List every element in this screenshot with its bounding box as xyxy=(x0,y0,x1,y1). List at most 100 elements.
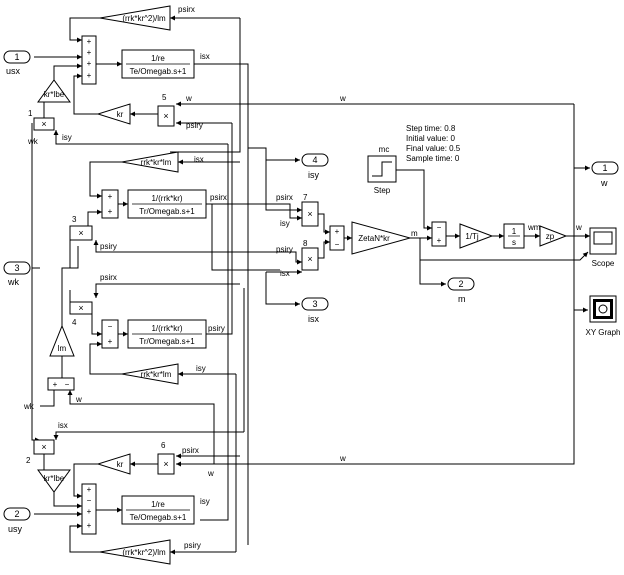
outport-isx[interactable]: 3 isx xyxy=(301,297,329,324)
svg-text:×: × xyxy=(163,111,168,121)
tf-psiry[interactable]: 1/(rrk*kr) Tr/Omegab.s+1 xyxy=(127,319,207,349)
tf-isx[interactable]: 1/re Te/Omegab.s+1 xyxy=(121,49,195,79)
svg-text:1/Tj: 1/Tj xyxy=(465,232,479,241)
svg-text:−: − xyxy=(87,496,92,505)
outport-isy[interactable]: 4 isy xyxy=(301,153,329,180)
gain-kr-lbe-bottom[interactable]: kr*lbe xyxy=(37,469,71,493)
svg-text:+: + xyxy=(87,59,92,68)
sum-isy[interactable]: + − + + xyxy=(81,483,97,535)
svg-text:+: + xyxy=(335,227,340,236)
gain-rrk-kr2-lm-top[interactable]: (rrk*kr^2)/lm xyxy=(99,5,171,31)
svg-text:w: w xyxy=(185,94,192,103)
inport-usy[interactable]: 2 usy xyxy=(3,507,31,534)
svg-text:XY Graph: XY Graph xyxy=(586,328,621,337)
svg-text:s: s xyxy=(512,238,516,247)
svg-text:Tr/Omegab.s+1: Tr/Omegab.s+1 xyxy=(139,337,195,346)
svg-text:psirx: psirx xyxy=(182,446,199,455)
svg-text:rrk*kr*lm: rrk*kr*lm xyxy=(141,370,172,379)
svg-text:Tr/Omegab.s+1: Tr/Omegab.s+1 xyxy=(139,207,195,216)
svg-text:+: + xyxy=(87,521,92,530)
product-2[interactable]: × 2 xyxy=(26,439,55,465)
gain-lm[interactable]: lm xyxy=(49,324,75,357)
gain-kr-top[interactable]: kr xyxy=(96,103,131,125)
svg-text:kr*lbe: kr*lbe xyxy=(44,90,65,99)
svg-text:psiry: psiry xyxy=(184,541,201,550)
sum-lm[interactable]: + − xyxy=(47,377,75,391)
svg-text:psiry: psiry xyxy=(100,242,117,251)
svg-text:1: 1 xyxy=(28,109,33,118)
svg-text:+: + xyxy=(53,380,58,389)
gain-zp[interactable]: zp xyxy=(539,225,568,247)
sum-isx[interactable]: + + + + xyxy=(81,35,97,85)
svg-text:×: × xyxy=(41,442,46,452)
gain-kr-lbe-top[interactable]: kr*lbe xyxy=(37,79,71,103)
inport-wk[interactable]: 3 wk xyxy=(3,261,31,287)
svg-text:kr: kr xyxy=(117,460,124,469)
svg-text:Te/Omegab.s+1: Te/Omegab.s+1 xyxy=(130,513,187,522)
svg-text:wm: wm xyxy=(527,223,541,232)
product-3[interactable]: × 3 xyxy=(69,215,93,241)
product-5[interactable]: × 5 xyxy=(157,93,175,127)
gain-rrk-kr-lm-bottom[interactable]: rrk*kr*lm xyxy=(121,363,179,385)
sum-psirx[interactable]: + + xyxy=(101,189,119,219)
svg-text:3: 3 xyxy=(14,263,19,273)
sum-psiry[interactable]: − + xyxy=(101,319,119,349)
svg-text:isy: isy xyxy=(280,219,290,228)
product-4[interactable]: × 4 xyxy=(69,301,93,327)
svg-text:4: 4 xyxy=(72,318,77,327)
svg-text:1/re: 1/re xyxy=(151,500,165,509)
svg-text:mc: mc xyxy=(379,145,390,154)
svg-text:7: 7 xyxy=(303,193,308,202)
product-6[interactable]: × 6 xyxy=(157,441,175,475)
sum-speed[interactable]: − + xyxy=(431,221,447,247)
svg-text:psirx: psirx xyxy=(100,273,117,282)
svg-text:isx: isx xyxy=(308,314,319,324)
svg-text:psirx: psirx xyxy=(276,193,293,202)
svg-text:(rrk*kr^2)/lm: (rrk*kr^2)/lm xyxy=(122,548,166,557)
gain-kr-bottom[interactable]: kr xyxy=(96,453,131,475)
gain-rrk-kr2-lm-bottom[interactable]: (rrk*kr^2)/lm xyxy=(99,539,171,565)
outport-m[interactable]: 2 m xyxy=(447,277,475,304)
tf-isy[interactable]: 1/re Te/Omegab.s+1 xyxy=(121,495,195,525)
svg-text:6: 6 xyxy=(161,441,166,450)
svg-text:5: 5 xyxy=(162,93,167,102)
svg-text:w: w xyxy=(75,395,82,404)
gain-rrk-kr-lm-top[interactable]: rrk*kr*lm xyxy=(121,151,179,173)
svg-text:×: × xyxy=(78,228,83,238)
svg-text:−: − xyxy=(437,223,442,232)
svg-text:Step: Step xyxy=(374,186,391,195)
svg-text:2: 2 xyxy=(458,279,463,289)
integrator[interactable]: 1 s xyxy=(503,223,525,249)
tf-psirx[interactable]: 1/(rrk*kr) Tr/Omegab.s+1 xyxy=(127,189,207,219)
svg-text:wk: wk xyxy=(23,402,35,411)
step-block[interactable]: mc Step xyxy=(367,145,397,195)
outport-w[interactable]: 1 w xyxy=(591,161,619,188)
sum-torque[interactable]: + − xyxy=(329,225,345,251)
product-7[interactable]: × 7 xyxy=(301,193,319,227)
svg-text:isx: isx xyxy=(194,155,204,164)
svg-text:3: 3 xyxy=(72,215,77,224)
product-8[interactable]: × 8 xyxy=(301,239,319,271)
svg-text:1/re: 1/re xyxy=(151,54,165,63)
svg-text:kr: kr xyxy=(117,110,124,119)
gain-zeta[interactable]: ZetaN*kr xyxy=(351,221,412,255)
svg-text:×: × xyxy=(78,303,83,313)
scope-block[interactable]: Scope xyxy=(589,227,617,268)
svg-text:+: + xyxy=(87,485,92,494)
inport-usx[interactable]: 1 usx xyxy=(3,50,31,76)
svg-text:m: m xyxy=(411,229,418,238)
svg-text:−: − xyxy=(65,380,70,389)
svg-text:ZetaN*kr: ZetaN*kr xyxy=(358,234,390,243)
gain-tj[interactable]: 1/Tj xyxy=(459,223,494,249)
signal-labels: psirx isx w w psiry wk isy isx psirx psi… xyxy=(23,5,582,550)
svg-text:+: + xyxy=(87,48,92,57)
svg-text:usy: usy xyxy=(8,524,23,534)
svg-text:Te/Omegab.s+1: Te/Omegab.s+1 xyxy=(130,67,187,76)
svg-text:1: 1 xyxy=(512,227,517,236)
svg-text:1/(rrk*kr): 1/(rrk*kr) xyxy=(151,324,182,333)
svg-text:w: w xyxy=(207,469,214,478)
product-1[interactable]: × 1 xyxy=(28,109,55,131)
xy-graph-block[interactable]: XY Graph xyxy=(586,295,621,337)
svg-text:isy: isy xyxy=(196,364,206,373)
svg-text:kr*lbe: kr*lbe xyxy=(44,474,65,483)
